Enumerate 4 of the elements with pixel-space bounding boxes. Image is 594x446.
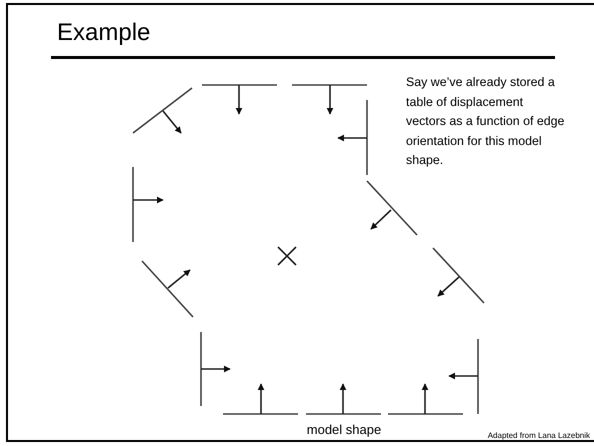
credit-text: Adapted from Lana Lazebnik [488,432,590,440]
note-text: Say we’ve already stored a table of displacement vectors as a function of edge orientation for this model shape. [406,74,566,170]
figure-caption: model shape [306,422,382,437]
slide-title: Example [57,19,150,48]
